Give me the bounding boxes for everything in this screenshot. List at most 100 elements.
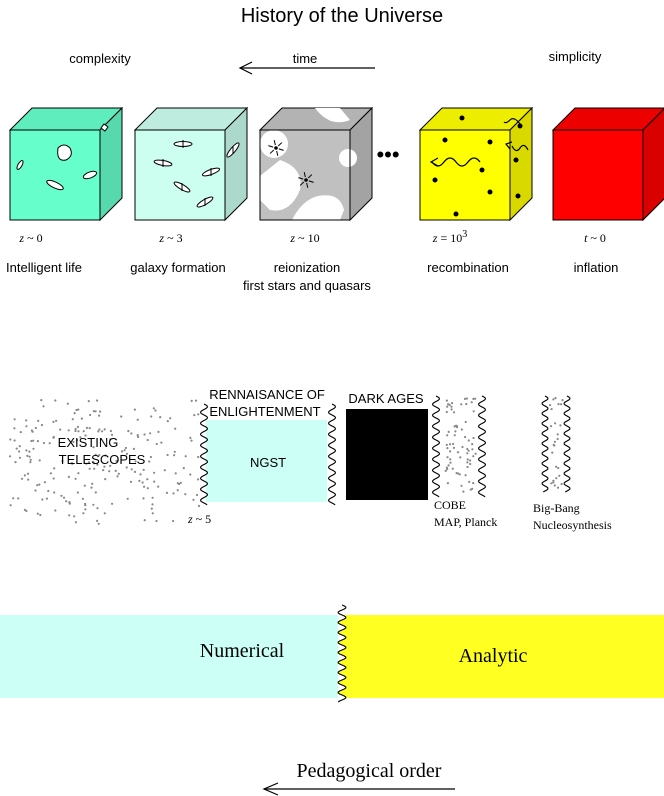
scatter-dot [104,454,107,457]
simplicity-label: simplicity [549,49,602,64]
scatter-dot [472,455,475,458]
scatter-dot [560,403,563,406]
scatter-dot [43,481,47,484]
scatter-dot [143,485,146,488]
redshift-variable: z [18,231,24,245]
scatter-dot [133,408,136,411]
scatter-dot [52,420,55,423]
scatter-dot [59,428,62,431]
star-ray [298,177,304,180]
scatter-dot [25,425,28,428]
scatter-dot [462,490,465,493]
scatter-dot [197,413,200,416]
particle-dot [479,167,485,173]
galaxy-icon [16,160,24,170]
star-ray [269,149,275,154]
scatter-dot [27,478,30,481]
epoch-caption: Intelligent life [6,260,82,275]
star-ray [276,150,279,156]
scatter-dot [93,467,96,470]
star-ray [278,148,284,151]
scatter-dot [117,472,120,475]
scatter-dot [138,479,141,482]
scatter-dot [549,425,553,428]
cobe-wavy-right [477,395,487,498]
redshift-value: = 10 [437,231,462,245]
scatter-dot [111,502,114,505]
scatter-dot [142,468,145,471]
scatter-dot [471,448,474,451]
epoch-redshift-label: z = 103 [432,229,467,245]
scatter-dot [550,408,553,411]
scatter-dot [71,462,74,465]
photon-arrow-icon [504,141,513,150]
scatter-dot [551,451,554,454]
scatter-dot [92,503,95,506]
scatter-dot [45,497,49,500]
scatter-dot [31,430,34,433]
scatter-dot [556,486,560,489]
particle-dot [487,139,493,145]
dark-ages-label: DARK AGES [348,391,423,406]
scatter-dot [53,467,56,470]
scatter-dot [472,436,475,440]
particle-dot [432,177,438,183]
pedagogical-arrow-head [262,782,279,796]
epoch-caption: recombination [427,260,509,275]
analytic-region [338,615,664,698]
scatter-dot [192,498,195,501]
scatter-dot [88,467,91,470]
scatter-dot [91,482,94,485]
scatter-dot [40,423,44,427]
scatter-dot [13,418,16,421]
scatter-dot [160,441,163,444]
scatter-dot [96,507,99,510]
scatter-dot [472,397,475,400]
scatter-dot [79,436,82,439]
epoch-cubes [8,106,664,222]
scatter-dot [130,432,133,435]
scatter-dot [125,452,128,455]
scatter-dot [83,484,86,487]
ngst-box [206,420,327,502]
scatter-dot [23,474,26,477]
epoch-caption-secondary: first stars and quasars [243,278,371,293]
scatter-dot [153,480,156,483]
star-ray [308,180,314,183]
scatter-dot [445,410,448,414]
scatter-dot [96,399,99,402]
scatter-dot [464,420,467,424]
scatter-dot [460,484,463,487]
scatter-dot [453,434,456,437]
scatter-dot [87,400,90,403]
scatter-dot [84,434,87,437]
existing-telescopes-dots [8,399,201,525]
epoch-redshift-label: t ~ 0 [584,231,606,245]
redshift-value: ~ 3 [164,231,183,245]
scatter-dot [151,512,154,515]
scatter-dot [472,410,475,413]
scatter-dot [75,408,78,412]
numerical-region [0,615,338,698]
scatter-dot [458,473,461,476]
scatter-dot [94,410,97,413]
scatter-dot [42,405,45,408]
scatter-dot [96,519,99,523]
scatter-dot [18,450,21,453]
cobe-label-line1: COBE [434,498,466,512]
scatter-dot [154,409,157,412]
scatter-dot [182,467,185,470]
dark-ages-box [346,409,428,500]
time-arrow-head [238,61,253,75]
scatter-dot [126,497,129,500]
scatter-dot [88,427,91,430]
scatter-dot [110,433,114,436]
scatter-dot [54,509,57,512]
scatter-dot [61,460,64,463]
scatter-dot [40,399,43,402]
scatter-dot [552,398,555,401]
scatter-dot [96,463,99,466]
scatter-dot [157,485,160,488]
scatter-dot [18,445,21,448]
